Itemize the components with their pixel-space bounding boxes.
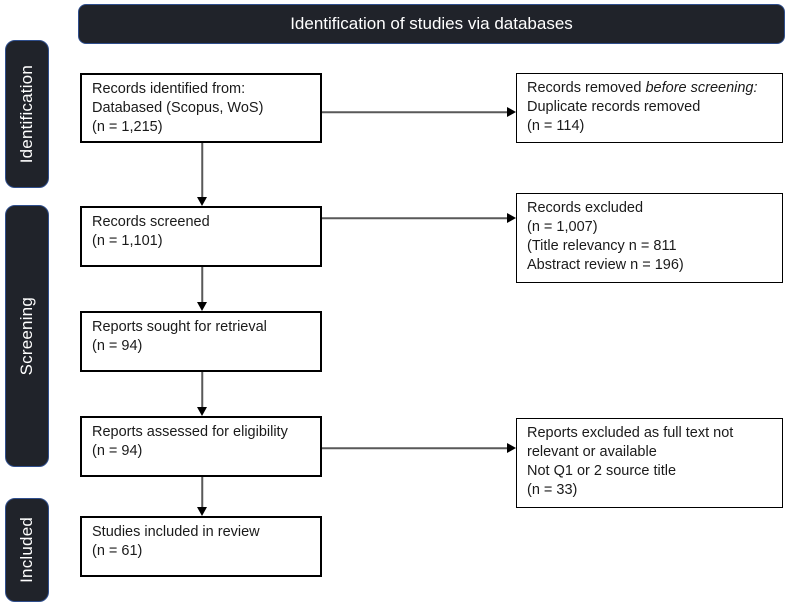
arrow-assessed-to-included (196, 477, 208, 516)
box-line: Reports sought for retrieval (92, 319, 267, 335)
arrow-line (322, 217, 509, 219)
banner-title: Identification of studies via databases (290, 14, 573, 33)
box-reports-excluded-fulltext: Reports excluded as full text not releva… (516, 418, 783, 508)
arrow-down-icon (197, 407, 207, 416)
box-records-identified: Records identified from: Databased (Scop… (80, 73, 322, 143)
box-records-screened: Records screened (n = 1,101) (80, 206, 322, 267)
box-line: Studies included in review (92, 524, 260, 540)
box-line: (n = 94) (92, 338, 143, 355)
stage-included-label: Included (17, 517, 36, 583)
box-line: (n = 61) (92, 543, 143, 560)
arrow-right-icon (507, 443, 516, 453)
arrow-line (201, 267, 203, 304)
arrow-screened-to-sought (196, 267, 208, 311)
box-line: Records removed before screening: (527, 79, 772, 98)
box-records-removed: Records removed before screening: Duplic… (516, 73, 783, 143)
box-line: (n = 114) (527, 118, 585, 135)
arrow-line (322, 447, 509, 449)
arrow-right-icon (507, 107, 516, 117)
arrow-down-icon (197, 507, 207, 516)
arrow-down-icon (197, 197, 207, 206)
arrow-identified-to-removed (322, 106, 516, 118)
box-line-text: Records removed (527, 80, 646, 96)
box-line: Duplicate records removed (527, 99, 701, 116)
box-reports-assessed: Reports assessed for eligibility (n = 94… (80, 416, 322, 477)
arrow-line (201, 372, 203, 409)
stage-screening: Screening (5, 205, 49, 467)
stage-identification-label: Identification (17, 64, 36, 164)
box-line: Reports excluded as full text not releva… (527, 425, 734, 461)
box-line: Reports assessed for eligibility (92, 424, 288, 440)
box-line: Records excluded (527, 200, 644, 216)
box-studies-included: Studies included in review (n = 61) (80, 516, 322, 577)
box-line: (n = 33) (527, 482, 578, 499)
box-line: Abstract review n = 196) (527, 257, 684, 274)
box-reports-sought: Reports sought for retrieval (n = 94) (80, 311, 322, 372)
stage-included: Included (5, 498, 49, 602)
arrow-line (201, 143, 203, 199)
box-line: Not Q1 or 2 source title (527, 463, 677, 480)
arrow-screened-to-excluded (322, 212, 516, 224)
arrow-sought-to-assessed (196, 372, 208, 416)
stage-screening-label: Screening (17, 296, 36, 376)
box-line: Records identified from: (92, 81, 246, 97)
arrow-identified-to-screened (196, 143, 208, 206)
box-line: (n = 1,101) (92, 233, 163, 250)
box-line: (n = 1,215) (92, 119, 163, 136)
arrow-line (322, 111, 509, 113)
banner-identification-of-studies: Identification of studies via databases (78, 4, 785, 44)
box-line: Databased (Scopus, WoS) (92, 100, 264, 117)
box-line-text-italic: before screening: (645, 80, 758, 96)
box-records-excluded: Records excluded (n = 1,007) (Title rele… (516, 193, 783, 283)
stage-identification: Identification (5, 40, 49, 188)
box-line: (n = 94) (92, 443, 143, 460)
arrow-line (201, 477, 203, 509)
arrow-down-icon (197, 302, 207, 311)
arrow-right-icon (507, 213, 516, 223)
box-line: (Title relevancy n = 811 (527, 238, 677, 255)
box-line: Records screened (92, 214, 210, 230)
box-line: (n = 1,007) (527, 219, 598, 236)
arrow-assessed-to-excluded (322, 442, 516, 454)
